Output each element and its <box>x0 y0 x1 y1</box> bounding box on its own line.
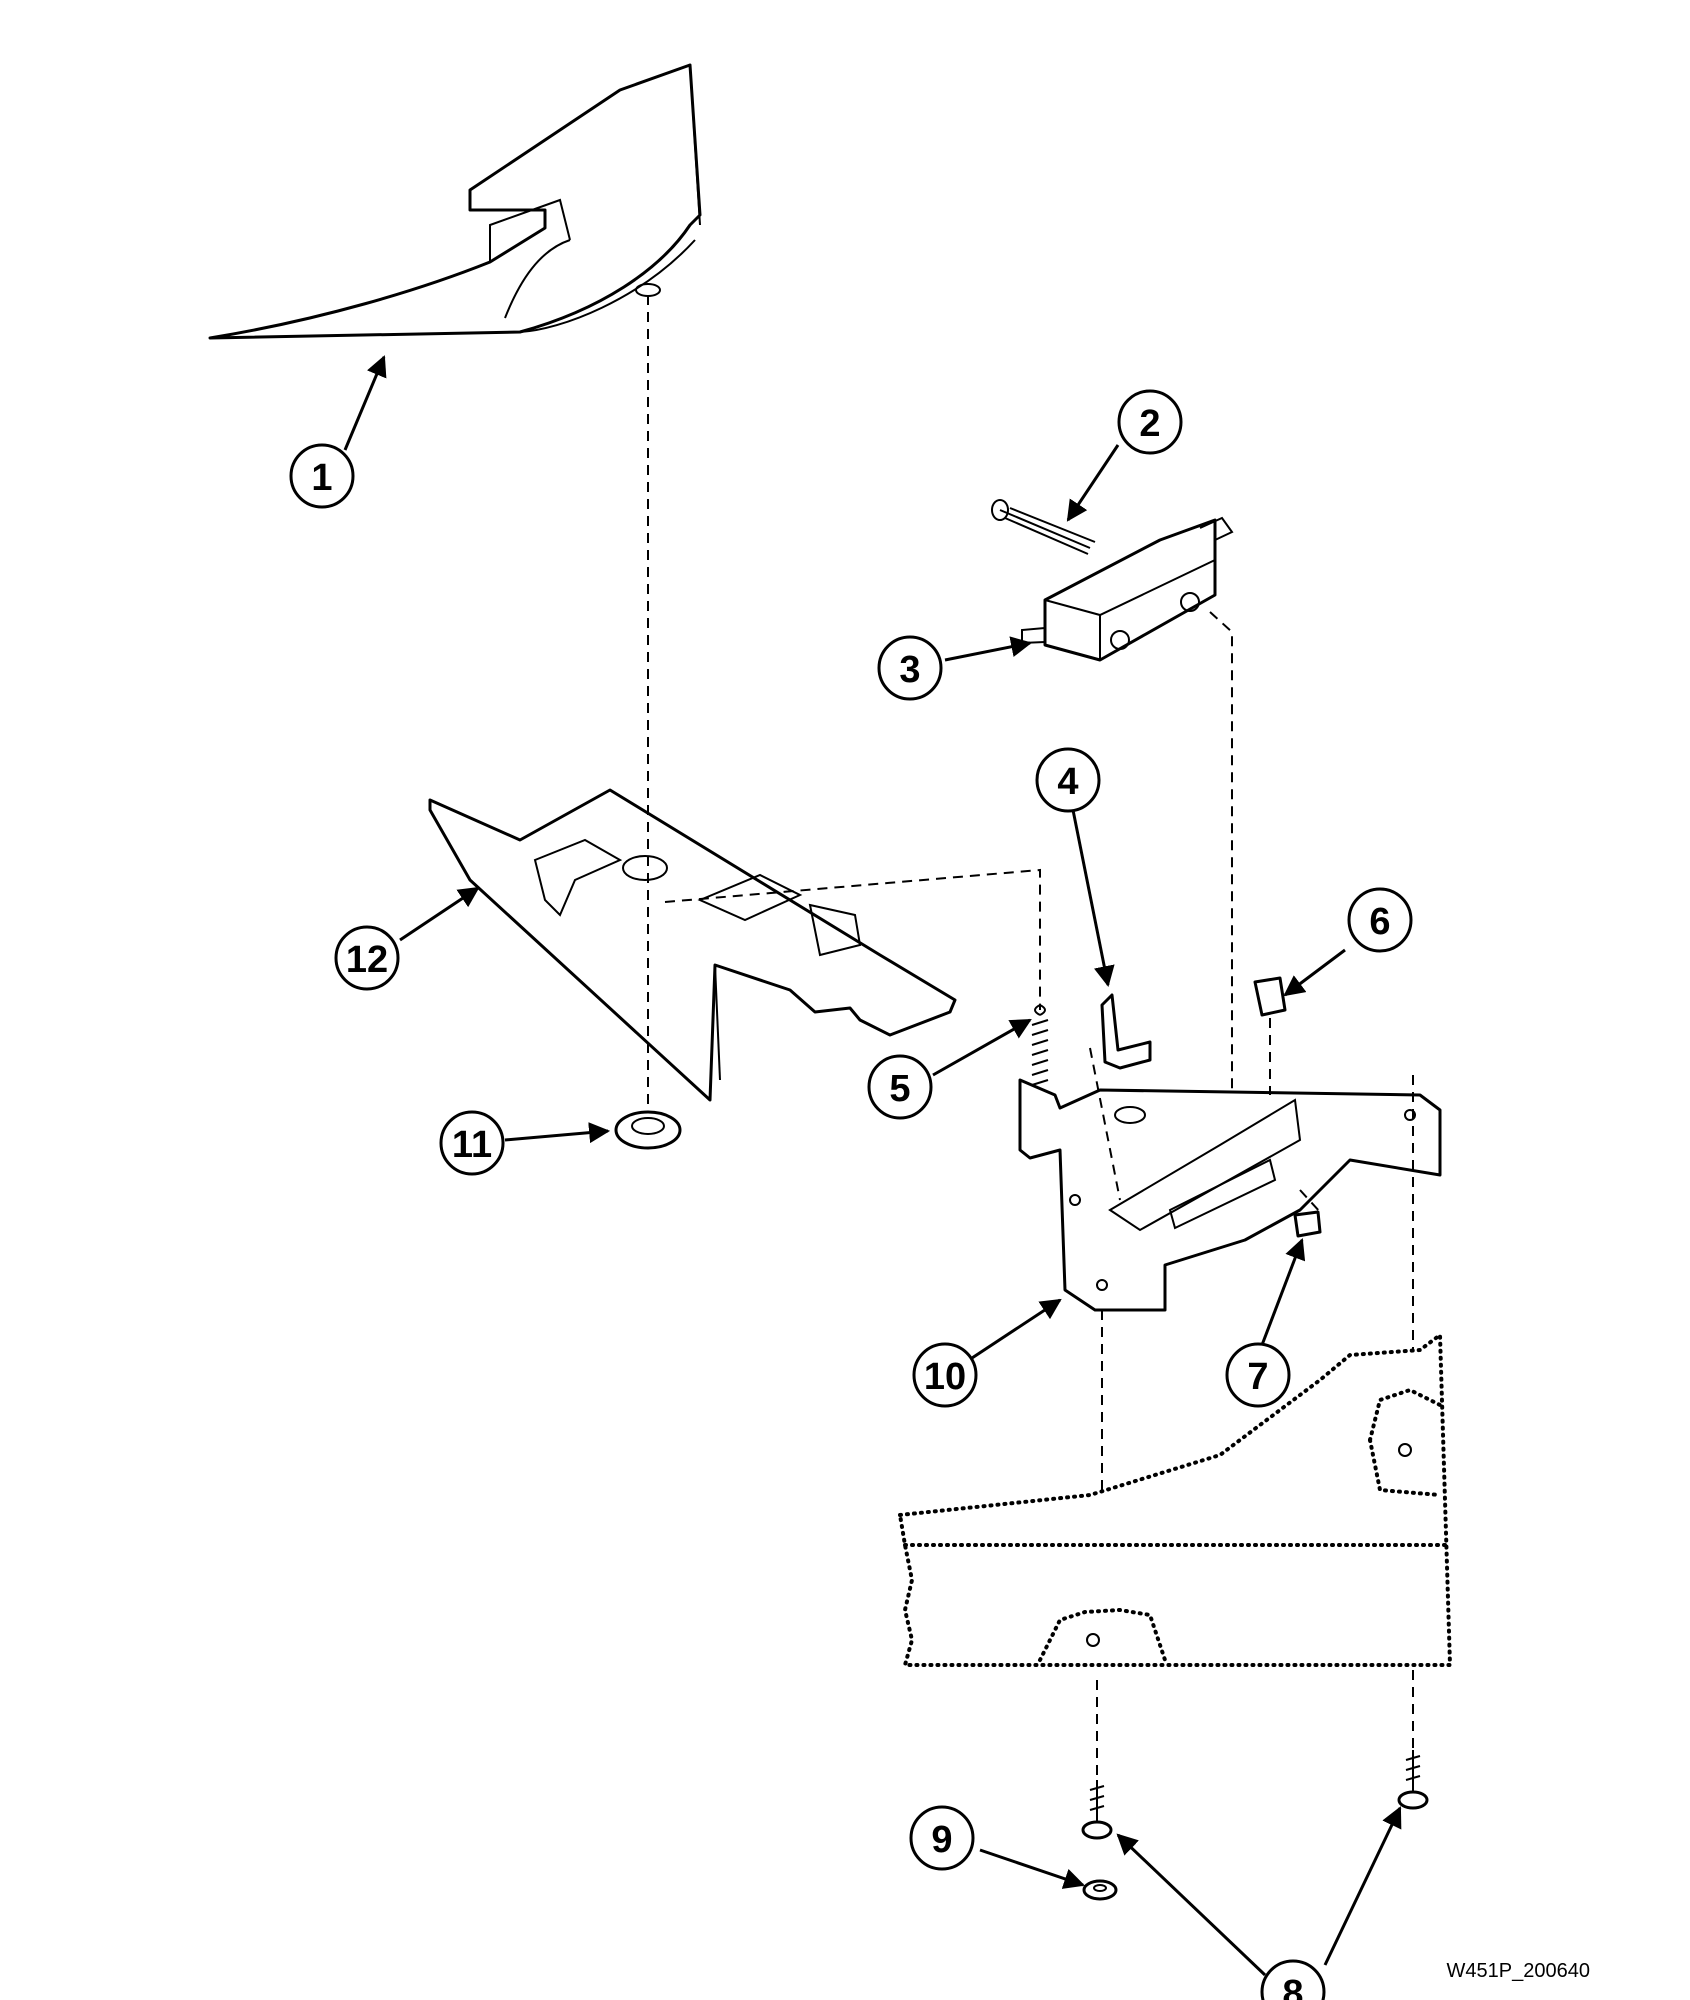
callout-12: 12 <box>334 925 400 991</box>
svg-text:11: 11 <box>452 1124 492 1166</box>
part-6-clip <box>1253 976 1287 1017</box>
svg-text:5: 5 <box>889 1068 910 1110</box>
callout-5: 5 <box>867 1054 933 1120</box>
svg-text:9: 9 <box>931 1819 952 1861</box>
callout-4: 4 <box>1035 747 1101 813</box>
part-12-bracket <box>428 788 957 1102</box>
leader-arrows <box>343 355 1402 1977</box>
callout-11: 11 <box>439 1110 505 1176</box>
callout-10: 10 <box>912 1342 978 1408</box>
svg-text:12: 12 <box>346 939 388 981</box>
svg-text:1: 1 <box>311 457 332 499</box>
cabinet-section <box>897 1331 1453 1667</box>
callout-9: 9 <box>909 1805 975 1871</box>
alignment-lines <box>647 295 1414 1780</box>
figure-code: W451P_200640 <box>1446 1960 1590 1982</box>
callout-8: 8 <box>1260 1959 1326 2000</box>
callout-2: 2 <box>1117 389 1183 455</box>
callout-7: 7 <box>1225 1342 1291 1408</box>
part-9-washer <box>1082 1879 1118 1901</box>
part-4-lever <box>1100 993 1152 1070</box>
svg-text:3: 3 <box>899 649 920 691</box>
callout-3: 3 <box>877 635 943 701</box>
svg-text:2: 2 <box>1139 403 1160 445</box>
callout-1: 1 <box>289 443 355 509</box>
svg-text:8: 8 <box>1282 1973 1303 2000</box>
svg-text:6: 6 <box>1369 901 1390 943</box>
part-8-screws <box>1081 1750 1429 1840</box>
part-2-screw <box>991 499 1096 555</box>
svg-text:7: 7 <box>1247 1356 1268 1398</box>
svg-text:4: 4 <box>1057 761 1078 803</box>
part-7-clip <box>1293 1210 1322 1238</box>
part-1-end-cap <box>208 63 702 340</box>
part-3-switch <box>1021 516 1234 662</box>
svg-text:10: 10 <box>924 1356 966 1398</box>
part-11-grommet <box>614 1110 682 1150</box>
part-10-base-plate <box>1018 1078 1442 1312</box>
callout-6: 6 <box>1347 887 1413 953</box>
